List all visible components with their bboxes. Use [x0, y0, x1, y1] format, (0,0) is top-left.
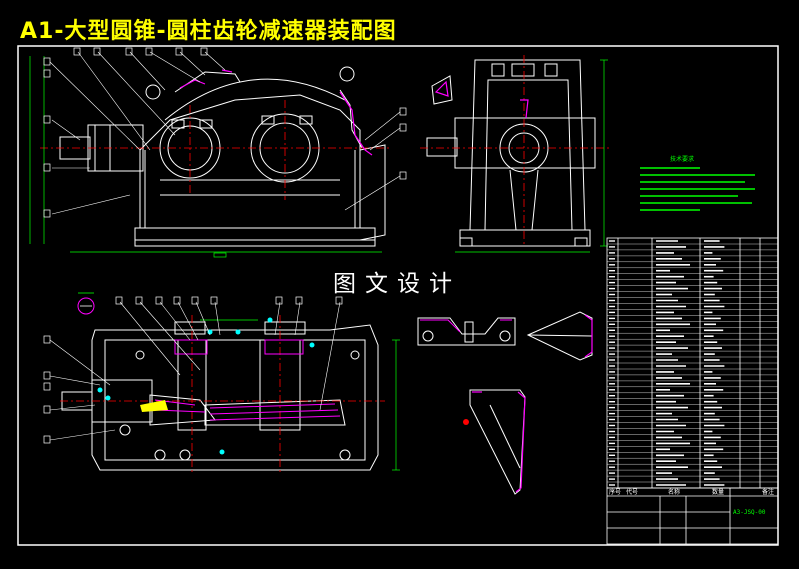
- watermark-caption: 图文设计: [333, 271, 461, 297]
- tech-requirements-heading: 技术要求: [670, 155, 694, 163]
- side-view-dimensions: [455, 59, 608, 253]
- detail-rib: [469, 389, 526, 495]
- detail-cone-hatch: [584, 314, 593, 358]
- title-block: [606, 487, 779, 545]
- front-view-dimensions: [29, 56, 382, 258]
- plan-view-balloons: [43, 296, 343, 444]
- technical-requirements: 技术要求: [640, 155, 755, 211]
- detail-rib-marker: [463, 419, 469, 425]
- header-qty: 数量: [712, 488, 724, 496]
- detail-bracket: [417, 317, 516, 346]
- detail-bracket-hatch: [420, 319, 512, 333]
- plan-view-centerlines: [60, 315, 385, 475]
- plan-view-leaders: [49, 301, 341, 441]
- drawing-title: A1-大型圆锥-圆柱齿轮减速器装配图: [20, 19, 397, 44]
- side-view-hatch: [434, 80, 529, 119]
- header-seq: 序号: [609, 488, 621, 496]
- front-view-leaders: [49, 51, 401, 215]
- header-name: 名称: [668, 488, 680, 496]
- section-marker: [77, 292, 95, 315]
- header-remark: 备注: [762, 488, 774, 496]
- header-code: 代号: [626, 488, 638, 496]
- plan-view-fill-yellow: [140, 400, 168, 412]
- detail-rib-hatch: [472, 391, 526, 493]
- plan-view-hatch: [154, 339, 341, 421]
- front-view-balloons: [43, 47, 407, 218]
- plan-view-highlights: [97, 317, 315, 455]
- front-view-hatch: [179, 69, 373, 156]
- side-view: [426, 59, 596, 247]
- parts-list-entries: [609, 240, 725, 486]
- plan-view-dimensions: [200, 319, 400, 471]
- title-block-headers: 序号 代号 名称 数量 备注 A3-JSQ-00: [609, 488, 774, 516]
- front-view-centerlines: [40, 100, 390, 200]
- detail-cone: [526, 311, 593, 361]
- parts-list: [606, 237, 779, 489]
- drawing-number: A3-JSQ-00: [733, 509, 766, 516]
